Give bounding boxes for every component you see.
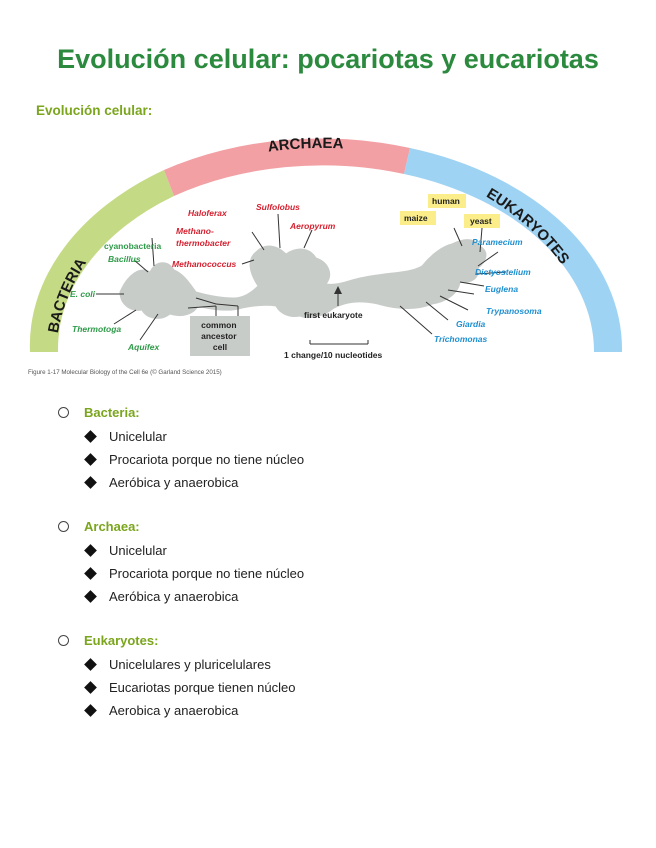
ancestor-line-1: common [201,320,236,330]
list-item-text: Procariota porque no tiene núcleo [109,452,305,467]
label-methano: Methano- [176,226,214,236]
list-item: Procariota porque no tiene núcleo [84,448,618,471]
tree-of-life-diagram: BACTERIA ARCHAEA EUKARYOTES [28,135,623,376]
label-euglena: Euglena [485,284,518,294]
section-title: Bacteria: [84,404,140,420]
label-thermotoga: Thermotoga [72,324,121,334]
highlight-human [428,194,466,208]
list-item: Unicelular [84,425,618,448]
figure-caption: Figure 1-17 Molecular Biology of the Cel… [28,369,222,376]
label-human: human [432,196,460,206]
label-bacillus: Bacillus [108,254,141,264]
list-item-text: Unicelular [109,429,167,444]
label-aquifex: Aquifex [127,342,160,352]
list-item: Aeróbica y anaerobica [84,471,618,494]
list-item-text: Aeróbica y anaerobica [109,589,239,604]
list-item-text: Eucariotas porque tienen núcleo [109,680,296,695]
list-item-text: Unicelular [109,543,167,558]
content-lists: Bacteria: Unicelular Procariota porque n… [58,402,618,744]
label-haloferax: Haloferax [188,208,228,218]
label-sulfolobus: Sulfolobus [256,202,300,212]
diamond-bullet-icon [84,658,97,671]
phylogenetic-tree-shape [119,239,487,319]
label-yeast: yeast [470,216,492,226]
archaea-band-label: ARCHAEA [267,135,344,156]
diamond-bullet-icon [84,430,97,443]
section-archaea: Archaea: Unicelular Procariota porque no… [58,516,618,608]
section-bacteria: Bacteria: Unicelular Procariota porque n… [58,402,618,494]
section-title: Archaea: [84,518,140,534]
list-item: Unicelular [84,539,618,562]
label-trichomonas: Trichomonas [434,334,487,344]
label-aeropyrum: Aeropyrum [289,221,336,231]
label-e-coli: E. coli [70,289,96,299]
diamond-bullet-icon [84,567,97,580]
label-first-eukaryote: first eukaryote [304,310,363,320]
label-dictyostelium: Dictyostelium [475,267,531,277]
ancestor-line-3: cell [213,342,227,352]
label-trypanosoma: Trypanosoma [486,306,542,316]
diamond-bullet-icon [84,476,97,489]
circle-bullet-icon [58,634,69,646]
section-eukaryotes: Eukaryotes: Unicelulares y pluricelulare… [58,630,618,722]
circle-bullet-icon [58,406,69,418]
diamond-bullet-icon [84,681,97,694]
label-paramecium: Paramecium [472,237,523,247]
svg-text:common ancestor ce: common ancestor cell [201,320,239,352]
ancestor-line-2: ancestor [201,331,237,341]
page-title: Evolución celular: pocariotas y eucariot… [57,44,599,74]
scale-bar [309,340,369,345]
section-title: Eukaryotes: [84,632,159,648]
diamond-bullet-icon [84,704,97,717]
diamond-bullet-icon [84,544,97,557]
list-item-text: Procariota porque no tiene núcleo [109,566,305,581]
diamond-bullet-icon [84,590,97,603]
list-item: Unicelulares y pluricelulares [84,653,618,676]
tree-of-life-figure: BACTERIA ARCHAEA EUKARYOTES [28,134,628,378]
label-thermobacter: thermobacter [176,238,231,248]
list-item-text: Unicelulares y pluricelulares [109,657,271,672]
label-scale: 1 change/10 nucleotides [284,350,383,360]
archaea-band [164,138,410,196]
highlight-maize [400,211,436,225]
common-ancestor-box [190,316,250,356]
list-item: Eucariotas porque tienen núcleo [84,676,618,699]
list-item-text: Aeróbica y anaerobica [109,475,239,490]
label-maize: maize [404,213,428,223]
section-subtitle: Evolución celular: [36,103,153,118]
list-item: Procariota porque no tiene núcleo [84,562,618,585]
diamond-bullet-icon [84,453,97,466]
first-eukaryote-arrow [334,286,342,294]
list-item-text: Aerobica y anaerobica [109,703,239,718]
list-item: Aeróbica y anaerobica [84,585,618,608]
highlight-yeast [464,214,500,228]
eukaryote-band [404,148,623,352]
label-methanococcus: Methanococcus [172,259,237,269]
label-giardia: Giardia [456,319,486,329]
label-cyanobacteria: cyanobacteria [104,241,161,251]
list-item: Aerobica y anaerobica [84,699,618,722]
branch-lines [96,213,507,341]
bacteria-band [29,170,174,352]
circle-bullet-icon [58,520,69,532]
